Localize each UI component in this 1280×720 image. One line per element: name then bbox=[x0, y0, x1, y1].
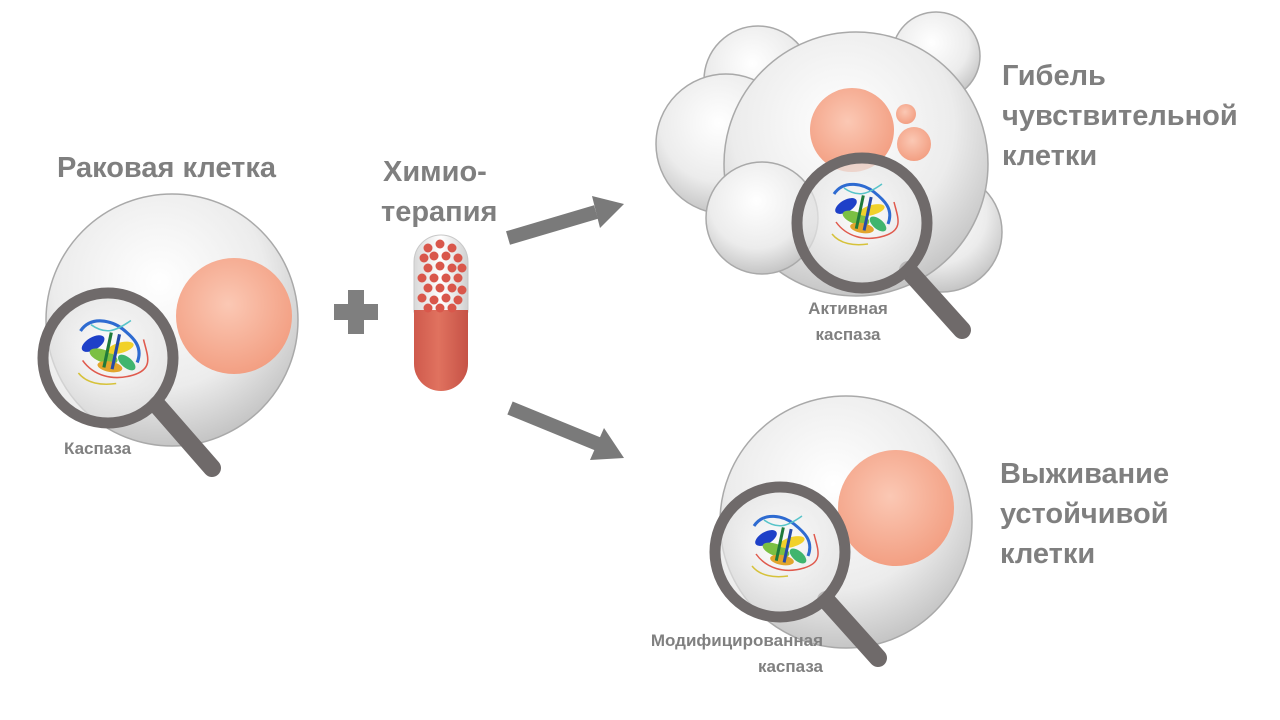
nucleus-fragment bbox=[896, 104, 916, 124]
chemotherapy-label-line2: терапия bbox=[381, 196, 498, 228]
plus-icon bbox=[334, 290, 378, 334]
cell-death-label-line3: клетки bbox=[1002, 140, 1098, 172]
cell-death-label-line2: чувствительной bbox=[1002, 100, 1238, 132]
active-caspase-label-line1: Активная bbox=[808, 299, 888, 318]
pill-icon bbox=[413, 234, 469, 391]
nucleus-fragment bbox=[897, 127, 931, 161]
active-caspase-label: Активная каспаза bbox=[798, 296, 898, 348]
nucleus-fragment bbox=[810, 88, 894, 172]
cell-survival-label-line3: клетки bbox=[1000, 538, 1096, 570]
modified-caspase-label-line1: Модифицированная bbox=[650, 631, 823, 650]
cell-death-label-line1: Гибель bbox=[1002, 60, 1106, 92]
magnifier-icon bbox=[709, 481, 887, 667]
chemotherapy-label-line1: Химио- bbox=[383, 156, 487, 188]
cancer-cell-label: Раковая клетка bbox=[57, 152, 276, 184]
modified-caspase-label: Модифицированная каспаза bbox=[605, 628, 823, 680]
chemotherapy-label: Химио- терапия bbox=[381, 152, 497, 232]
cell-survival-label-line2: устойчивой bbox=[1000, 498, 1169, 530]
modified-caspase-label-line2: каспаза bbox=[757, 657, 823, 676]
magnifier-icon bbox=[791, 152, 971, 339]
cell-survival-label-line1: Выживание bbox=[1000, 458, 1170, 490]
cell-survival-label: Выживание устойчивой клетки bbox=[1000, 454, 1169, 574]
arrow-right-icon bbox=[506, 196, 624, 245]
caspase-label: Каспаза bbox=[64, 439, 132, 458]
cell-death-label: Гибель чувствительной клетки bbox=[1002, 56, 1238, 176]
arrow-right-icon bbox=[507, 401, 624, 460]
magnifier-icon bbox=[37, 287, 221, 477]
cell-nucleus bbox=[838, 450, 954, 566]
cell-nucleus bbox=[176, 258, 292, 374]
active-caspase-label-line2: каспаза bbox=[815, 325, 881, 344]
